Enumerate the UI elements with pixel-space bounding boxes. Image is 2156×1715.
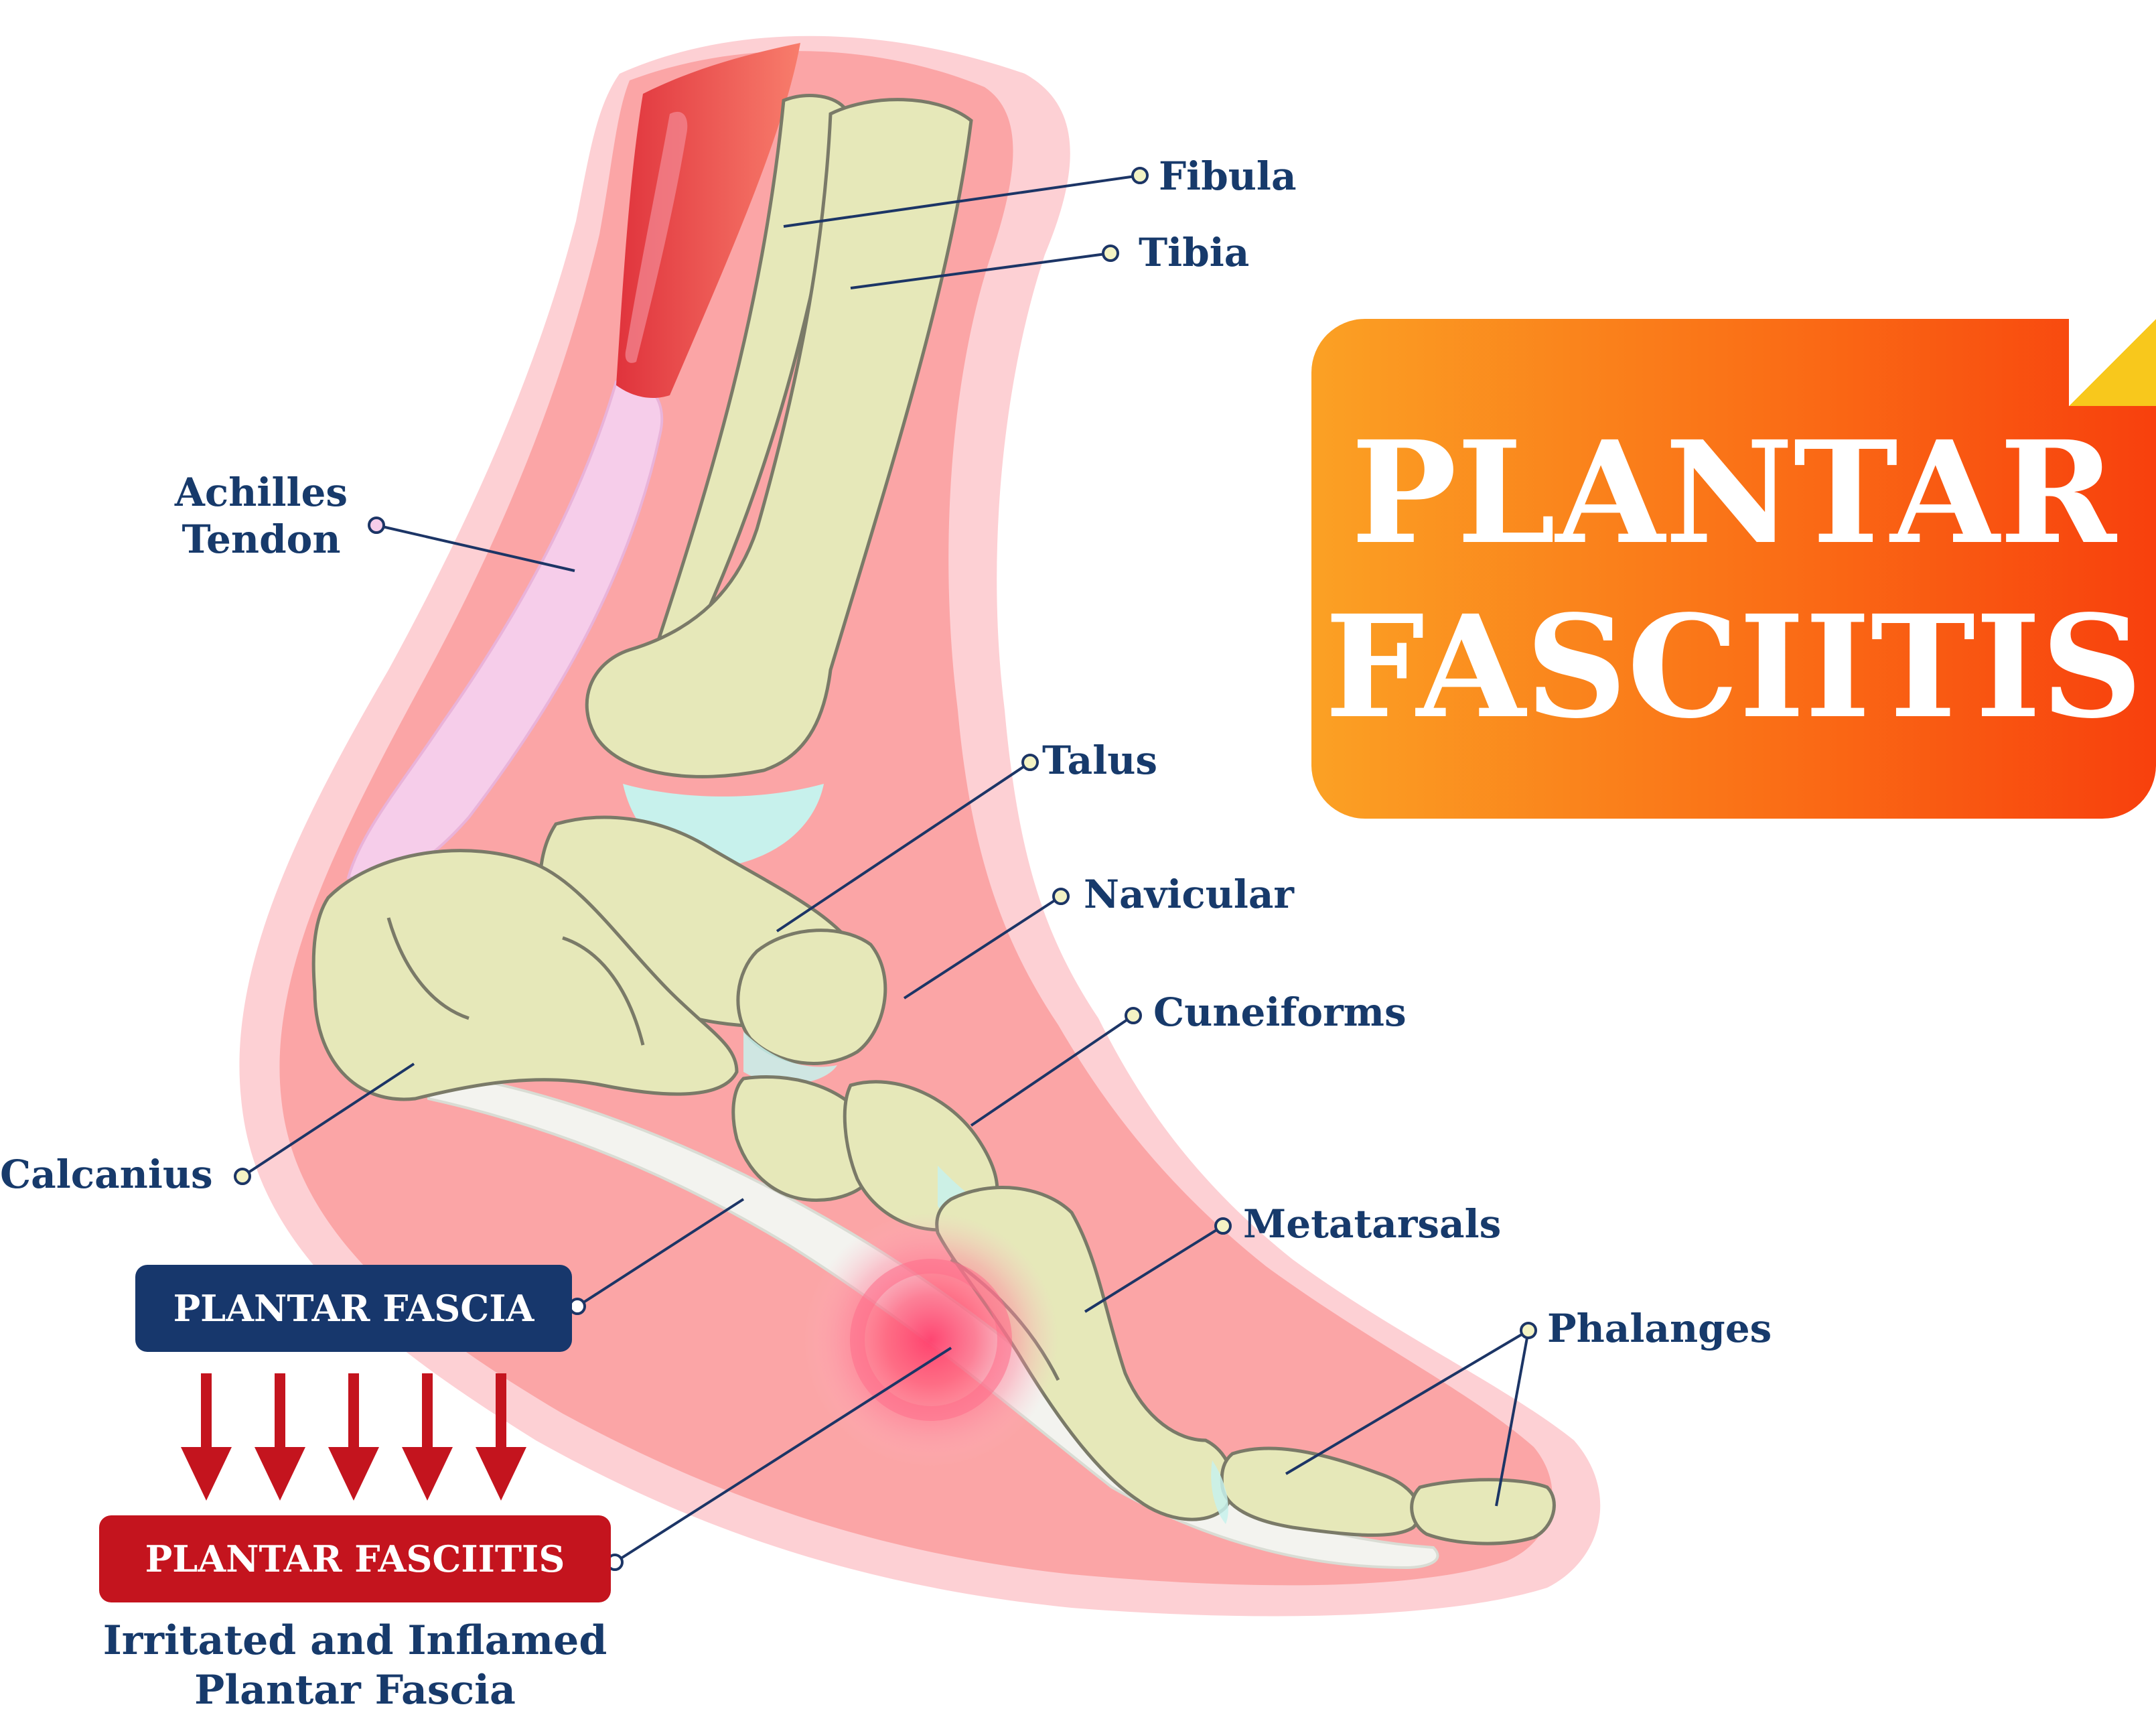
leader-dots [234, 167, 1537, 1571]
calf-muscle-highlight [625, 111, 688, 363]
plantar-fasciitis-box: PLANTAR FASCIITIS [99, 1515, 611, 1602]
cuneiforms-dot [1125, 1007, 1142, 1024]
fibula-dot [1131, 167, 1149, 184]
title-card-fold [2069, 319, 2156, 406]
down-arrows [181, 1373, 526, 1501]
label-metatarsals: Metatarsals [1243, 1201, 1502, 1247]
label-talus: Talus [1042, 738, 1158, 783]
label-fibula: Fibula [1159, 153, 1297, 199]
calcanius-dot [234, 1168, 251, 1185]
navicular-cartilage [743, 1032, 837, 1085]
label-achilles-line-1: Achilles [174, 470, 348, 515]
calcaneus-contour [386, 917, 470, 1020]
plantar-fascia-dot [569, 1298, 586, 1315]
navicular-bone [736, 929, 887, 1065]
calcaneus-bone [311, 849, 739, 1101]
phalanges-dot [1520, 1322, 1537, 1339]
down-arrow-icon [476, 1373, 526, 1501]
tibia-leader [850, 252, 1111, 289]
navicular-dot [1052, 888, 1070, 905]
page-title: PLANTAR FASCIITIS [1311, 406, 2156, 754]
cuboid-bone [731, 1075, 881, 1202]
fibula-leader [783, 174, 1141, 228]
achilles-leader [376, 524, 575, 572]
navicular-leader [903, 895, 1062, 1000]
down-arrow-icon [181, 1373, 232, 1501]
metatarsals-dot [1214, 1217, 1232, 1235]
calcanius-leader [241, 1062, 415, 1178]
plantar-fascia-leader [576, 1198, 745, 1308]
label-navicular: Navicular [1084, 872, 1294, 917]
phalanges-leader-b [1495, 1330, 1530, 1507]
caption-line-2: Plantar Fascia [194, 1667, 516, 1714]
calcaneus-contour-2 [562, 936, 645, 1046]
down-arrow-icon [255, 1373, 305, 1501]
title-line-2: FASCIITIS [1324, 584, 2143, 750]
leader-lines [241, 174, 1530, 1564]
down-arrow-icon [402, 1373, 453, 1501]
label-cuneiforms: Cuneiforms [1153, 989, 1407, 1035]
talus-dot [1021, 754, 1039, 771]
title-card: PLANTAR FASCIITIS [1311, 319, 2156, 819]
plantar-fascia-box: PLANTAR FASCIA [135, 1265, 572, 1352]
inflammation-caption: Irritated and Inflamed Plantar Fascia [40, 1616, 670, 1715]
label-tibia: Tibia [1139, 230, 1250, 275]
distal-phalanx-bone [1410, 1478, 1556, 1546]
plantar-fasciitis-leader [614, 1347, 952, 1564]
cuneiforms-leader [970, 1014, 1135, 1127]
down-arrow-icon [328, 1373, 379, 1501]
calf-muscle [616, 43, 800, 399]
title-line-1: PLANTAR [1351, 410, 2116, 575]
inflammation-glow [804, 1213, 1058, 1467]
tibia-bone [585, 98, 973, 778]
label-achilles-line-2: Tendon [182, 517, 341, 562]
metatarsals-leader [1084, 1225, 1224, 1313]
caption-line-1: Irritated and Inflamed [102, 1617, 607, 1664]
tibia-dot [1102, 245, 1119, 262]
inflammation-ring [850, 1259, 1012, 1421]
phalanges-leader-a [1285, 1329, 1530, 1475]
label-calcanius: Calcanius [0, 1152, 213, 1197]
phalanx-cartilage [1211, 1460, 1228, 1524]
achilles-dot [368, 517, 385, 534]
label-phalanges: Phalanges [1547, 1306, 1772, 1351]
label-achilles-tendon: Achilles Tendon [167, 469, 355, 563]
talus-leader [776, 761, 1031, 933]
